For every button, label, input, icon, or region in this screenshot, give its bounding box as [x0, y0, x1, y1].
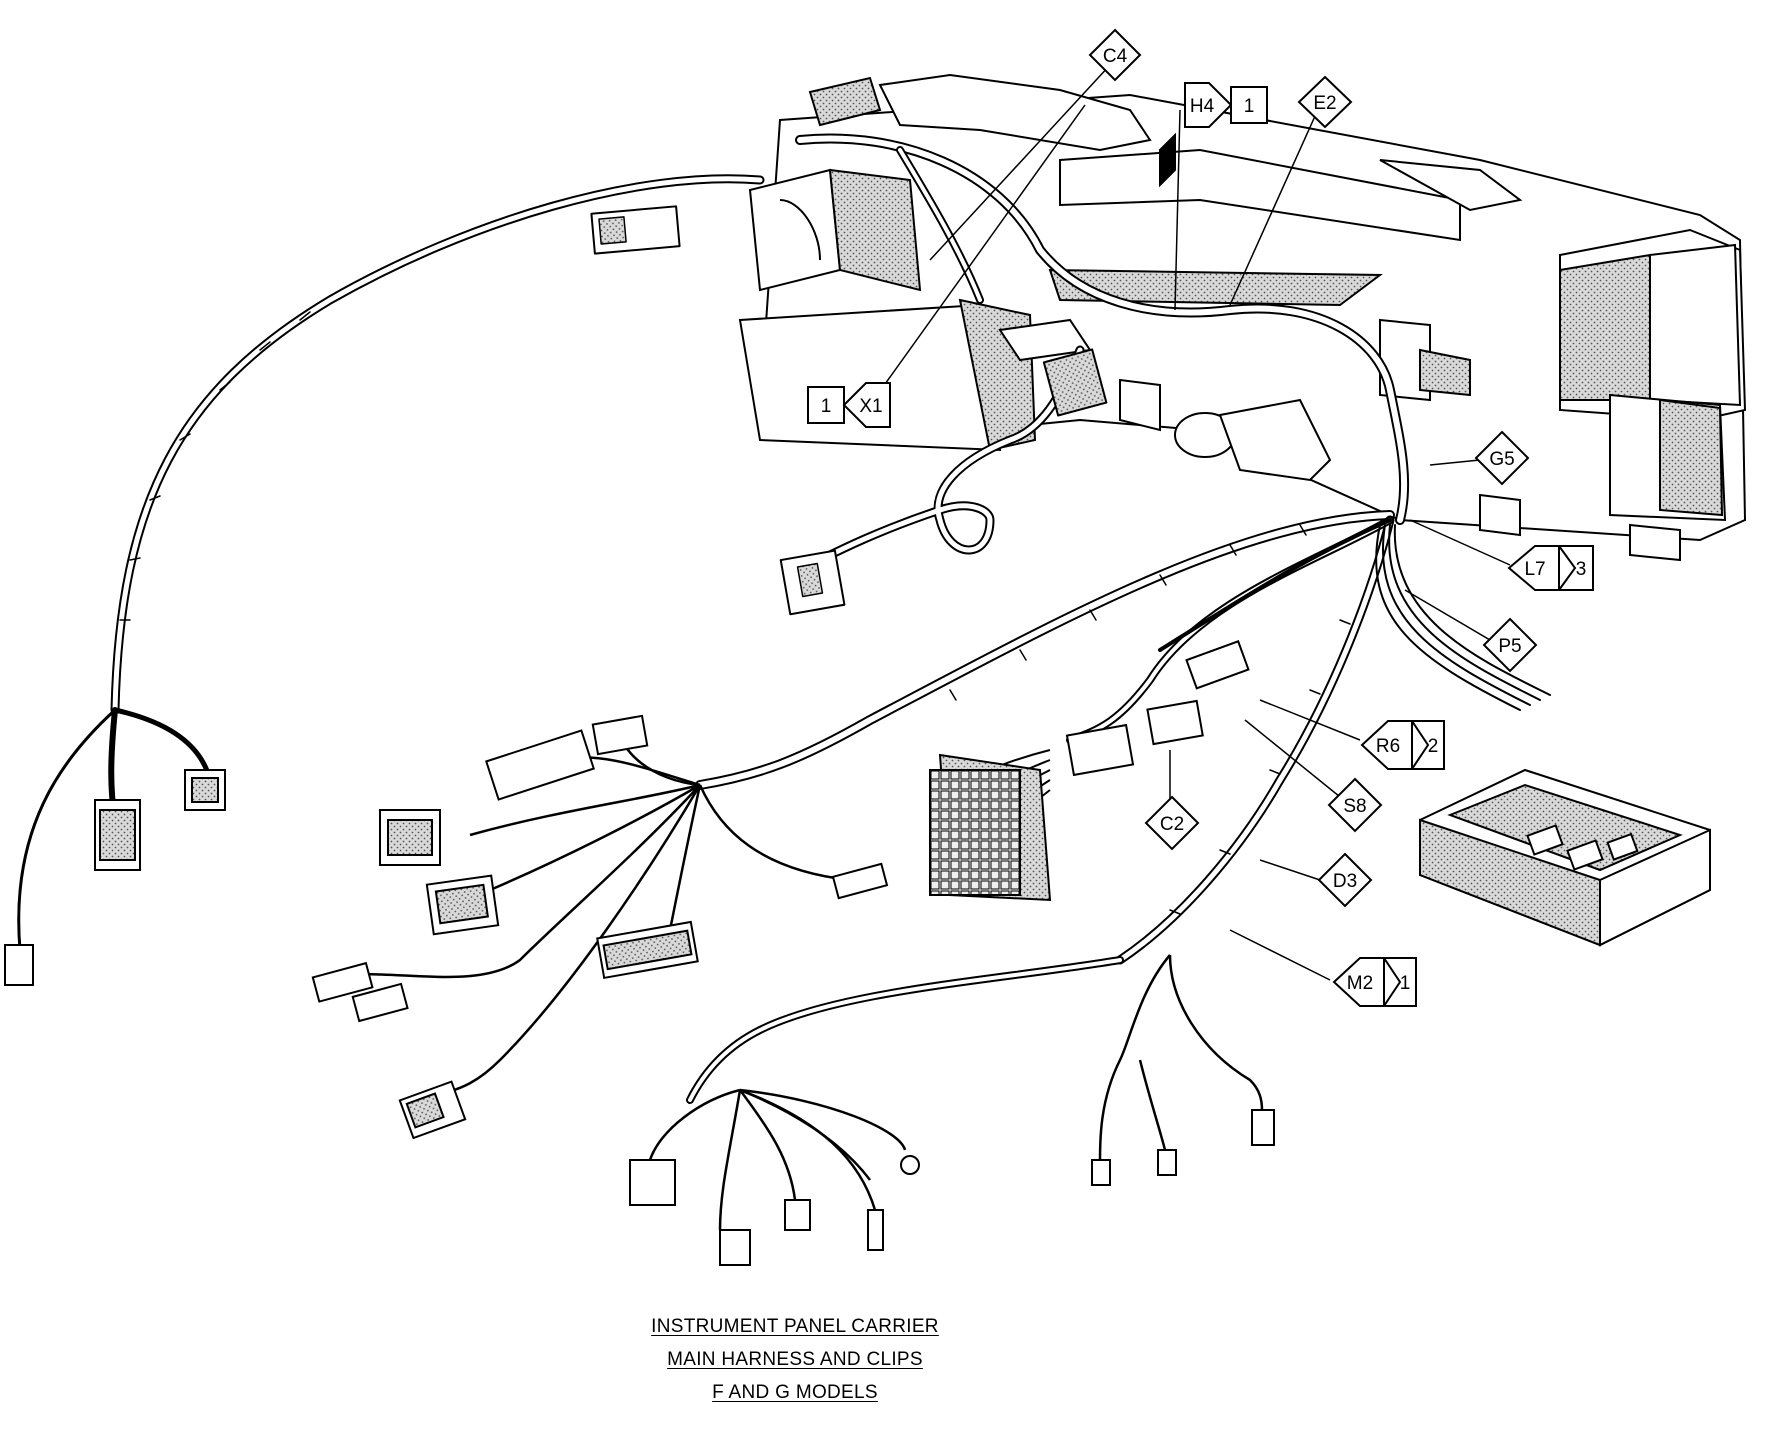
callout-x1-code: X1: [859, 396, 882, 417]
caption-line-2: MAIN HARNESS AND CLIPS: [667, 1349, 923, 1370]
callout-c4-code: C4: [1103, 46, 1128, 67]
callout-h4-count: 1: [1244, 96, 1255, 117]
callout-s8: S8: [1327, 777, 1383, 833]
diagram-caption: INSTRUMENT PANEL CARRIER MAIN HARNESS AN…: [560, 1310, 1030, 1409]
callout-c2-code: C2: [1160, 814, 1184, 835]
caption-line-3: F AND G MODELS: [712, 1382, 878, 1403]
bottom-right-branch: [1091, 954, 1275, 1186]
callout-x1-count: 1: [821, 396, 832, 417]
callout-d3-code: D3: [1333, 871, 1357, 892]
callout-r6-count: 2: [1428, 736, 1439, 757]
callout-r6: R6 2: [1360, 720, 1445, 770]
caption-line-1: INSTRUMENT PANEL CARRIER: [651, 1316, 939, 1337]
callout-x1: 1 X1: [807, 382, 891, 428]
callout-g5-code: G5: [1489, 449, 1514, 470]
callout-m2-count: 1: [1400, 973, 1411, 994]
callout-l7-code: L7: [1524, 559, 1545, 580]
callout-p5: P5: [1482, 617, 1538, 673]
callout-d3: D3: [1317, 852, 1373, 908]
callout-c4: C4: [1088, 28, 1142, 82]
callout-g5: G5: [1474, 430, 1530, 486]
callout-l7-count: 3: [1576, 559, 1587, 580]
callout-e2: E2: [1297, 75, 1353, 129]
callout-c2: C2: [1144, 795, 1200, 851]
callout-h4: H4 1: [1184, 82, 1268, 128]
callout-e2-code: E2: [1313, 93, 1336, 114]
center-harness: [779, 345, 1108, 616]
callout-p5-code: P5: [1498, 636, 1521, 657]
main-bulkhead-connector: [929, 640, 1250, 902]
callout-m2-code: M2: [1347, 973, 1373, 994]
callout-s8-code: S8: [1343, 796, 1366, 817]
callout-h4-code: H4: [1190, 96, 1215, 117]
callout-l7: L7 3: [1507, 545, 1594, 591]
bottom-left-branch: [629, 1088, 920, 1266]
main-harness: [17, 133, 1551, 1104]
callout-r6-code: R6: [1376, 736, 1400, 757]
fuse-block: [1419, 768, 1711, 947]
left-connector-cluster: [4, 714, 889, 1140]
callout-m2: M2 1: [1332, 957, 1417, 1007]
